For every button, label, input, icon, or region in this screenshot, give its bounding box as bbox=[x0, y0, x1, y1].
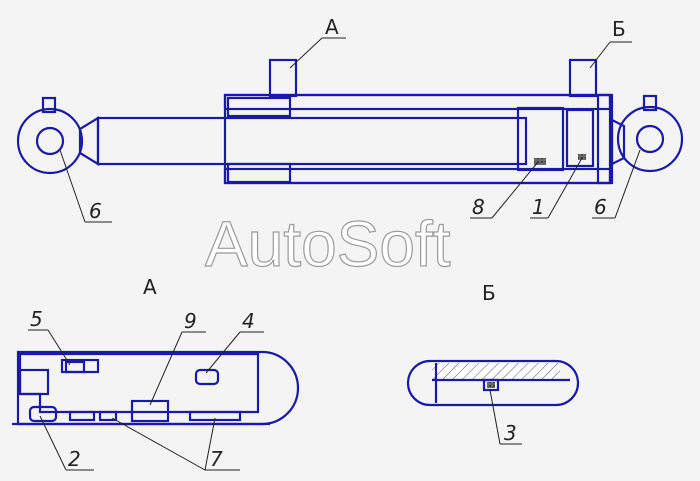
seal-2 bbox=[28, 405, 58, 423]
detail-a: А bbox=[12, 275, 300, 426]
detail-b: Б bbox=[406, 281, 580, 407]
port-a bbox=[268, 58, 298, 98]
seal-7b bbox=[98, 410, 118, 422]
piston bbox=[516, 106, 565, 172]
detail-a-title: А bbox=[143, 275, 157, 299]
seal-4 bbox=[194, 368, 220, 386]
seal-3 bbox=[487, 382, 495, 388]
detail-a-labels: 5 9 4 2 7 bbox=[28, 307, 264, 471]
barrel-wall-bottom bbox=[223, 167, 612, 185]
detail-b-labels: 3 bbox=[489, 389, 522, 445]
right-eye-mount bbox=[616, 105, 684, 173]
barrel-wall-top bbox=[223, 93, 612, 111]
detail-b-groove bbox=[482, 378, 500, 392]
left-eye-mount bbox=[16, 107, 84, 175]
label-3: 3 bbox=[504, 421, 517, 445]
seal-1-mark bbox=[578, 154, 586, 160]
main-view-labels: А Б 6 8 1 6 bbox=[59, 15, 641, 223]
detail-b-wall bbox=[432, 363, 560, 379]
port-b bbox=[568, 58, 598, 98]
seal-8-mark bbox=[534, 158, 546, 165]
label-view-a: А bbox=[325, 15, 339, 39]
detail-a-outline bbox=[16, 350, 300, 426]
left-eye-bore bbox=[35, 126, 65, 156]
main-view bbox=[16, 58, 684, 185]
watermark: AutoSoft bbox=[205, 208, 451, 280]
label-6-right: 6 bbox=[594, 195, 607, 219]
left-grease-fitting bbox=[41, 96, 57, 114]
label-6-left: 6 bbox=[89, 199, 102, 223]
seal-5 bbox=[64, 360, 86, 374]
piston-rod bbox=[96, 116, 528, 166]
detail-a-port bbox=[18, 368, 50, 396]
right-eye-bore bbox=[635, 124, 665, 154]
detail-b-outline bbox=[406, 359, 580, 407]
label-7: 7 bbox=[210, 447, 223, 471]
seal-9 bbox=[130, 399, 170, 423]
label-8: 8 bbox=[472, 195, 485, 219]
piston-nut bbox=[565, 108, 595, 168]
detail-a-gland-section bbox=[18, 352, 260, 414]
label-5: 5 bbox=[30, 307, 43, 331]
detail-b-title: Б bbox=[482, 281, 496, 305]
label-view-b: Б bbox=[612, 17, 626, 41]
gland-bottom bbox=[226, 162, 292, 184]
label-9: 9 bbox=[184, 309, 197, 333]
label-2: 2 bbox=[68, 447, 81, 471]
gland-top bbox=[226, 96, 292, 118]
seal-7a bbox=[68, 410, 96, 422]
right-grease-fitting bbox=[642, 94, 658, 112]
label-1: 1 bbox=[532, 195, 545, 219]
label-4: 4 bbox=[242, 309, 255, 333]
